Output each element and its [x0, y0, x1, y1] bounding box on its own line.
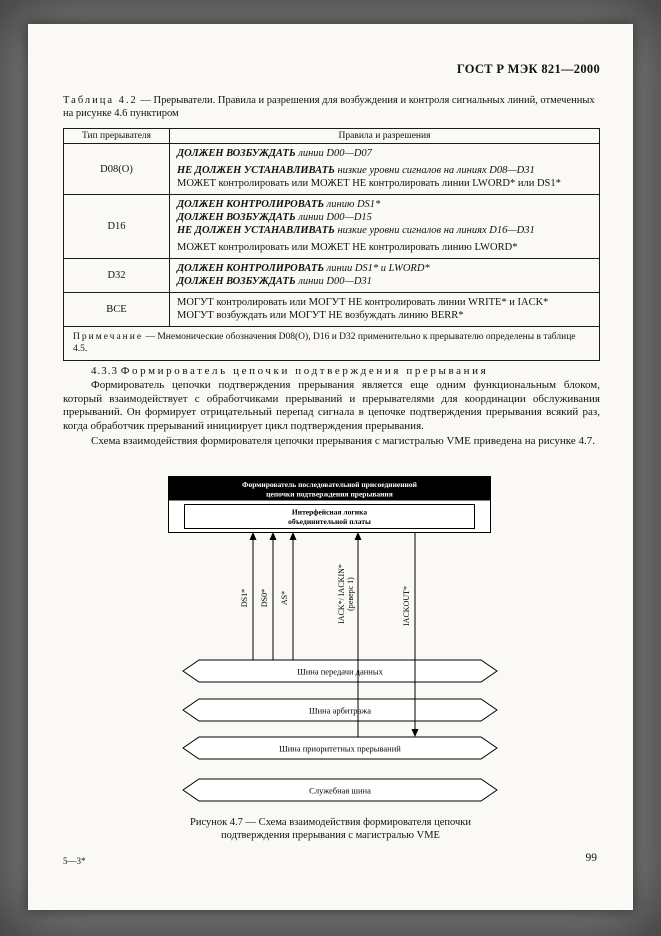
rule-line: ДОЛЖЕН ВОЗБУЖДАТЬ линии D00—D31 [177, 276, 372, 287]
note-text: — Мнемонические обозначения D08(O), D16 … [73, 332, 576, 354]
col-header-rules: Правила и разрешения [169, 128, 600, 144]
backplane-logic-box [184, 504, 475, 529]
bus-arbitration-shape [182, 698, 498, 722]
arrow-down-iackout [411, 729, 419, 737]
rule-line: МОЖЕТ контролировать или МОЖЕТ НЕ контро… [177, 178, 561, 189]
table-row-all: ВСЕ МОГУТ контролировать или МОГУТ НЕ ко… [63, 292, 600, 327]
rules-cell-all: МОГУТ контролировать или МОГУТ НЕ контро… [169, 292, 600, 327]
rule-line: ДОЛЖЕН ВОЗБУЖДАТЬ линии D00—D07 [177, 148, 372, 159]
standard-designation-header: ГОСТ Р МЭК 821—2000 [456, 62, 600, 76]
signal-label-iackin: IACK*/ IACKIN* [337, 564, 346, 624]
page-number: 99 [585, 852, 598, 864]
figure-4-7-diagram: Шина передачи данных Шина арбитража Шина… [168, 476, 498, 802]
bus-data-transfer-label: Шина передачи данных [297, 667, 383, 677]
signal-label-as: AS* [280, 591, 289, 605]
bus-arbitration [182, 698, 498, 722]
figure-caption-line2: подтверждения прерывания с магистралью V… [221, 830, 440, 841]
signal-label-ds1: DS1* [240, 589, 249, 607]
driver-title-band [168, 476, 491, 501]
interrupter-rules-table: Тип прерывателя Правила и разрешения D08… [63, 128, 600, 361]
signal-label-iackin-note: (реверс 1) [346, 577, 355, 611]
bus-data-transfer-shape [182, 659, 498, 683]
table-note-row: Примечание — Мнемонические обозначения D… [63, 326, 600, 361]
note-label: Примечание [73, 332, 144, 342]
bus-utility [182, 778, 498, 802]
table-caption-text: — Прерыватели. Правила и разрешения для … [63, 95, 595, 119]
table-header-row: Тип прерывателя Правила и разрешения [63, 128, 600, 144]
bus-utility-shape [182, 778, 498, 802]
bus-utility-label: Служебная шина [309, 786, 371, 796]
rules-cell-d32: ДОЛЖЕН КОНТРОЛИРОВАТЬ линии DS1* и LWORD… [169, 258, 600, 293]
section-number: 4.3.3 [91, 365, 118, 377]
interrupter-type-d08: D08(O) [63, 143, 170, 195]
arrow-up-iackin [354, 532, 362, 540]
figure-caption: Рисунок 4.7 — Схема взаимодействия форми… [28, 816, 633, 842]
table-note: Примечание — Мнемонические обозначения D… [63, 326, 600, 361]
logic-box-label-line2: объединительной платы [288, 517, 371, 526]
arrow-up-as [289, 532, 297, 540]
table-caption: Таблица 4.2 — Прерыватели. Правила и раз… [63, 94, 600, 120]
rule-line: НЕ ДОЛЖЕН УСТАНАВЛИВАТЬ низкие уровни си… [177, 225, 535, 236]
table-row-d32: D32 ДОЛЖЕН КОНТРОЛИРОВАТЬ линии DS1* и L… [63, 258, 600, 293]
section-heading: 4.3.3 Формирователь цепочки подтверждени… [63, 365, 600, 377]
driver-box-label-line1: Формирователь последовательной присоедин… [242, 480, 418, 489]
section-title: Формирователь цепочки подтверждения прер… [120, 365, 489, 377]
driver-box-label-line2: цепочки подтверждения прерывания [266, 490, 393, 499]
bus-priority-interrupt-shape [182, 736, 498, 760]
rule-line: ДОЛЖЕН ВОЗБУЖДАТЬ линии D00—D15 [177, 212, 372, 223]
col-header-interrupter-type: Тип прерывателя [63, 128, 170, 144]
arrow-up-ds1 [249, 532, 257, 540]
interrupter-type-d32: D32 [63, 258, 170, 293]
rule-line: ДОЛЖЕН КОНТРОЛИРОВАТЬ линии DS1* и LWORD… [177, 263, 430, 274]
table-row-d16: D16 ДОЛЖЕН КОНТРОЛИРОВАТЬ линию DS1* ДОЛ… [63, 194, 600, 259]
rules-cell-d08: ДОЛЖЕН ВОЗБУЖДАТЬ линии D00—D07 НЕ ДОЛЖЕ… [169, 143, 600, 195]
bus-data-transfer [182, 659, 498, 683]
figure-caption-line1: Рисунок 4.7 — Схема взаимодействия форми… [189, 817, 472, 828]
table-caption-label: Таблица 4.2 [63, 95, 138, 106]
rule-line: ДОЛЖЕН КОНТРОЛИРОВАТЬ линию DS1* [177, 199, 381, 210]
logic-box-label-line1: Интерфейсная логика [292, 508, 367, 517]
arrow-up-ds0 [269, 532, 277, 540]
body-paragraph-2: Схема взаимодействия формирователя цепоч… [91, 435, 596, 447]
rule-line: МОГУТ контролировать или МОГУТ НЕ контро… [177, 297, 549, 308]
rule-line: НЕ ДОЛЖЕН УСТАНАВЛИВАТЬ низкие уровни си… [177, 165, 535, 176]
rules-cell-d16: ДОЛЖЕН КОНТРОЛИРОВАТЬ линию DS1* ДОЛЖЕН … [169, 194, 600, 259]
rule-line: МОГУТ возбуждать или МОГУТ НЕ возбуждать… [177, 310, 464, 321]
signal-label-iackout: IACKOUT* [402, 586, 411, 626]
interrupter-type-d16: D16 [63, 194, 170, 259]
bus-priority-interrupt-label: Шина приоритетных прерываний [279, 744, 401, 754]
interrupter-type-all: ВСЕ [63, 292, 170, 327]
bus-arbitration-label: Шина арбитража [309, 706, 371, 716]
table-row-d08: D08(O) ДОЛЖЕН ВОЗБУЖДАТЬ линии D00—D07 Н… [63, 143, 600, 195]
print-signature-mark: 5—3* [63, 856, 86, 866]
bus-priority-interrupt [182, 736, 498, 760]
rule-line: МОЖЕТ контролировать или МОЖЕТ НЕ контро… [177, 242, 518, 253]
document-page: ГОСТ Р МЭК 821—2000 Таблица 4.2 — Прерыв… [28, 24, 633, 910]
signal-label-ds0: DS0* [260, 589, 269, 607]
body-paragraph-1: Формирователь цепочки подтверждения прер… [63, 379, 600, 433]
